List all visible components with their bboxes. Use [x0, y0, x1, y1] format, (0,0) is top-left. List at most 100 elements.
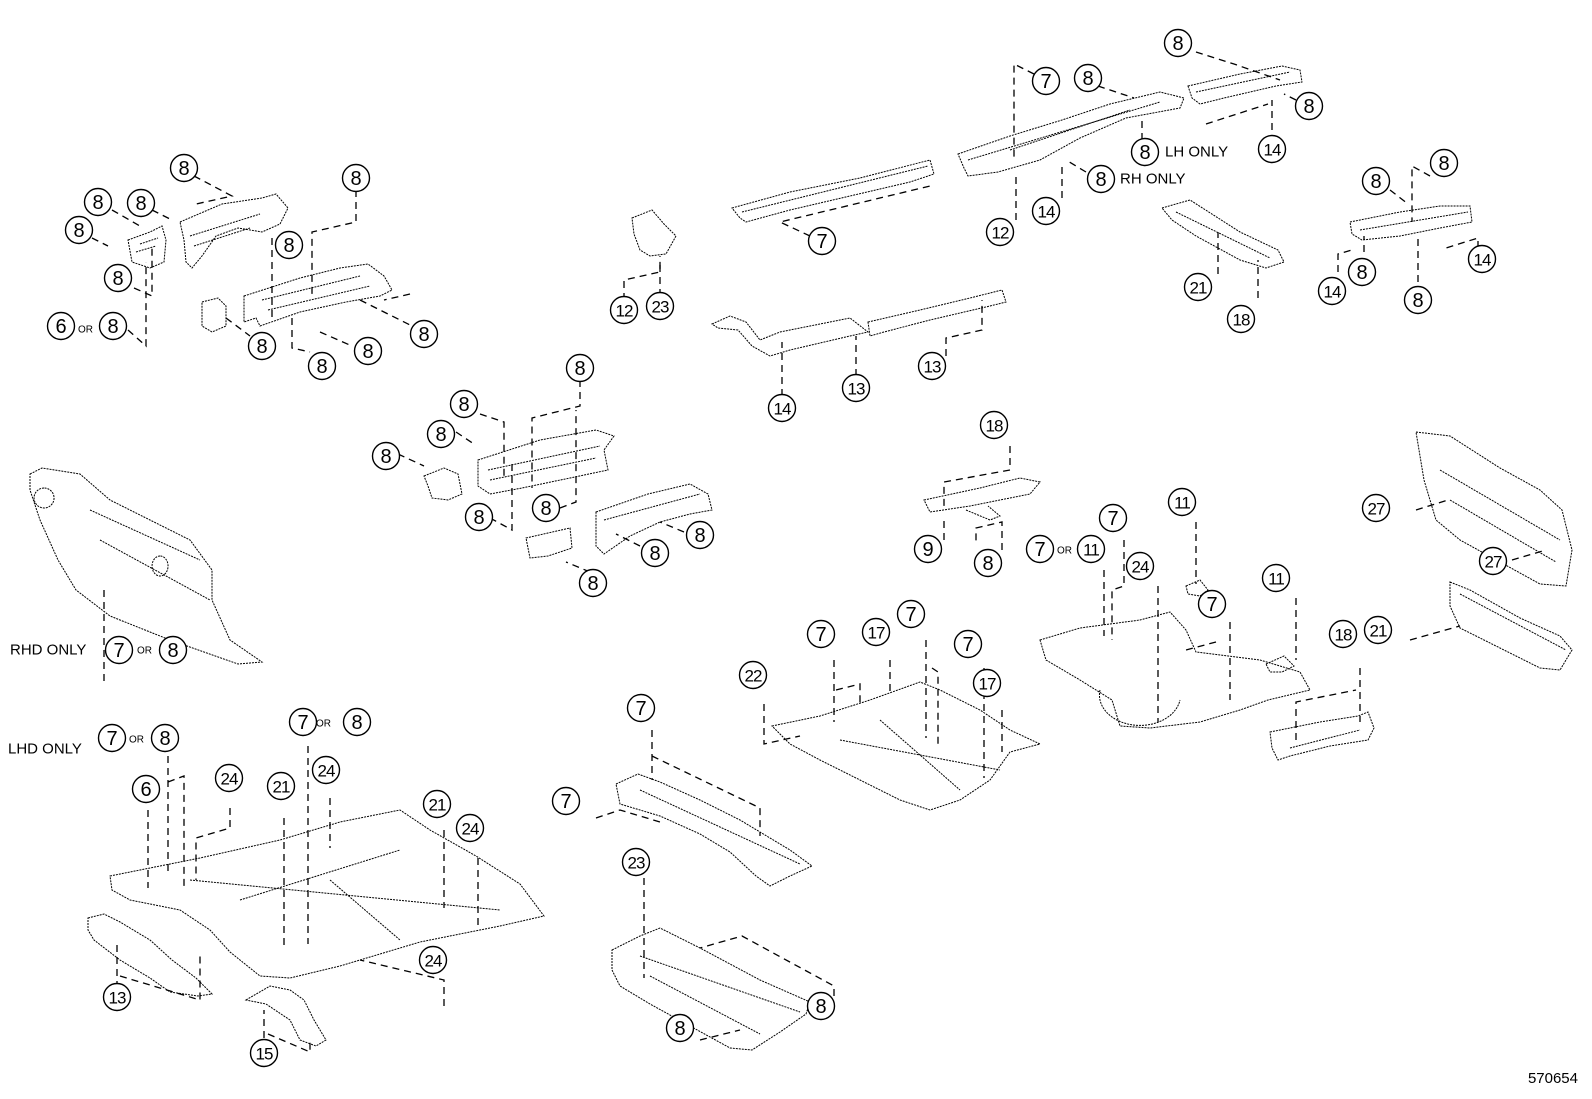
leader [925, 640, 939, 744]
callout-circle [426, 419, 456, 449]
callout-circle [1031, 196, 1061, 226]
leader [1185, 622, 1231, 700]
callout-number: 7 [815, 624, 826, 646]
leader [1337, 249, 1353, 272]
callout-circle [1403, 285, 1433, 315]
callout-number: 27 [1368, 500, 1385, 519]
callout-number: 8 [1303, 96, 1314, 118]
callout-circle [645, 291, 675, 321]
callout-21: 21 [1183, 272, 1213, 302]
part-tunnel-brace [611, 927, 811, 1051]
callout-7: 7 [288, 707, 318, 737]
callout-24: 24 [418, 945, 448, 975]
callout-number: 8 [587, 573, 598, 595]
leader [659, 521, 685, 533]
callout-14: 14 [1467, 244, 1497, 274]
callout-circle [103, 263, 133, 293]
callout-8: 8 [973, 548, 1003, 578]
callout-number: 8 [316, 356, 327, 378]
note-rh-only: RH ONLY [1120, 171, 1186, 188]
callout-number: 6 [140, 779, 151, 801]
callout-7: 7 [1031, 66, 1061, 96]
leader [1445, 237, 1479, 249]
callout-7: 7 [953, 629, 983, 659]
callout-number: 7 [560, 791, 571, 813]
callout-circle [449, 389, 479, 419]
callout-number: 24 [1132, 558, 1149, 577]
callout-circle [626, 693, 656, 723]
part-rear-member-21 [1161, 199, 1285, 269]
part-rear-side-member-ext [1187, 65, 1303, 105]
callout-number: 14 [1324, 283, 1341, 302]
callout-8: 8 [83, 187, 113, 217]
callout-8: 8 [449, 389, 479, 419]
part-rear-floor-crossmember [1449, 581, 1573, 671]
callout-7: 7 [896, 599, 926, 629]
callout-number: 7 [816, 231, 827, 253]
leader [319, 331, 353, 347]
callout-number: 8 [112, 268, 123, 290]
callout-circle [158, 635, 188, 665]
callout-8: 8 [1163, 28, 1193, 58]
leader [1195, 51, 1281, 81]
callout-number: 24 [425, 952, 442, 971]
callout-8: 8 [353, 336, 383, 366]
callout-circle [422, 789, 452, 819]
callout-circle [985, 217, 1015, 247]
part-center-floor-pan [770, 681, 1042, 811]
callout-21: 21 [266, 771, 296, 801]
callout-number: 8 [73, 220, 84, 242]
leader [1013, 62, 1035, 160]
leader [455, 431, 475, 445]
leader [699, 1029, 741, 1041]
callout-circle [1073, 63, 1103, 93]
callout-circle [806, 991, 836, 1021]
callout-circle [1429, 148, 1459, 178]
callout-number: 8 [256, 336, 267, 358]
callout-circle [531, 493, 561, 523]
callout-8: 8 [150, 723, 180, 753]
callout-circle [1197, 589, 1227, 619]
callout-12: 12 [985, 217, 1015, 247]
callout-number: 8 [178, 158, 189, 180]
callout-circle [1363, 615, 1393, 645]
part-rear-seat-crossmember [923, 477, 1041, 521]
callout-8: 8 [531, 493, 561, 523]
callout-circle [342, 707, 372, 737]
callout-number: 27 [1485, 553, 1502, 572]
callout-number: 7 [106, 728, 117, 750]
callout-number: 7 [962, 634, 973, 656]
callout-8: 8 [126, 188, 156, 218]
callout-8: 8 [274, 230, 304, 260]
leader [193, 175, 234, 205]
callout-circle [841, 373, 871, 403]
callout-number: 7 [905, 604, 916, 626]
callout-circle [214, 763, 244, 793]
callout-number: 8 [1438, 153, 1449, 175]
callout-8: 8 [426, 419, 456, 449]
callout-circle [1125, 551, 1155, 581]
callout-7: 7 [1197, 589, 1227, 619]
callout-21: 21 [422, 789, 452, 819]
leader [1409, 625, 1461, 641]
callout-circle [917, 351, 947, 381]
leader [167, 756, 185, 886]
callout-circle [913, 534, 943, 564]
callout-circle [1257, 134, 1287, 164]
callout-8: 8 [371, 441, 401, 471]
callout-number: 23 [628, 854, 645, 873]
callout-13: 13 [841, 373, 871, 403]
callout-18: 18 [979, 410, 1009, 440]
callout-8: 8 [409, 319, 439, 349]
callout-circle [1025, 534, 1055, 564]
part-floor-bracket [244, 985, 327, 1047]
callout-7: 7 [97, 723, 127, 753]
callout-circle [64, 215, 94, 245]
callout-circle [767, 393, 797, 423]
leader [778, 185, 931, 237]
leader [1283, 93, 1297, 101]
leader [1415, 499, 1449, 511]
callout-number: 24 [221, 770, 238, 789]
callout-12: 12 [609, 295, 639, 325]
callout-number: 8 [1082, 68, 1093, 90]
